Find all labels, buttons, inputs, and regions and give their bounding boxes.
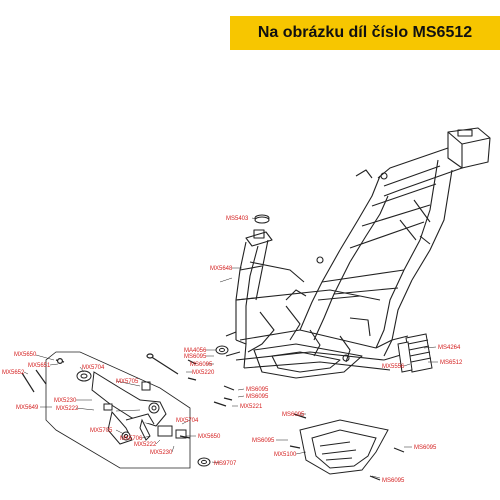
part-labels: MS5403 MX5648 MA4056 MS6095 MS6095 MX522… [2,216,463,484]
label-mx5706: MX5706 [120,436,143,442]
label-mx5230: MX5230 [150,450,173,456]
part-ms4264-intake-hose [397,333,433,373]
label-ms9707: MS9707 [214,461,237,467]
part-mx5100-under-cover [299,419,389,475]
label-mx5222: MX5222 [56,406,79,412]
part-ms5403-bushing [254,214,270,224]
label-mx5222: MX5222 [134,442,157,448]
label-ms6512: MS6512 [440,360,463,366]
label-ms6095: MS6095 [190,362,213,368]
label-mx5648: MX5648 [210,266,233,272]
label-mx5652: MX5652 [2,370,25,376]
label-mx5704: MX5704 [176,418,199,424]
title-banner: Na obrázku díl číslo MS6512 [230,16,500,50]
label-mx5230: MX5230 [54,398,77,404]
label-mx5651: MX5651 [28,363,51,369]
label-mx5221: MX5221 [240,404,263,410]
label-ms6095: MS6095 [184,354,207,360]
label-ms6095: MS6095 [282,412,305,418]
banner-text: Na obrázku díl číslo MS6512 [257,24,473,41]
main-frame [225,127,491,379]
label-mx5650: MX5650 [198,434,221,440]
label-mx5705: MX5705 [116,379,139,385]
leader-lines [23,217,438,479]
label-ms5403: MS5403 [226,216,249,222]
label-ms6095: MS6095 [246,387,269,393]
label-mx5705: MX5705 [90,428,113,434]
label-ma4056: MA4056 [184,348,207,354]
label-mx5650: MX5650 [14,352,37,358]
label-ms6095: MS6095 [252,438,275,444]
label-mx5649: MX5649 [16,405,39,411]
ma4056-washer [215,345,229,355]
exploded-bracket [45,351,191,469]
ms9707-nut [197,457,211,467]
label-ms6095: MS6095 [414,445,437,451]
label-ms6095: MS6095 [382,478,405,484]
label-mx5556: MX5556 [382,364,405,370]
label-mx5220: MX5220 [192,370,215,376]
label-ms6095: MS6095 [246,394,269,400]
part-pivot-assembly [76,370,187,445]
label-mx5100: MX5100 [274,452,297,458]
label-ms4264: MS4264 [438,345,461,351]
label-mx5704: MX5704 [82,365,105,371]
bolts [21,353,405,481]
